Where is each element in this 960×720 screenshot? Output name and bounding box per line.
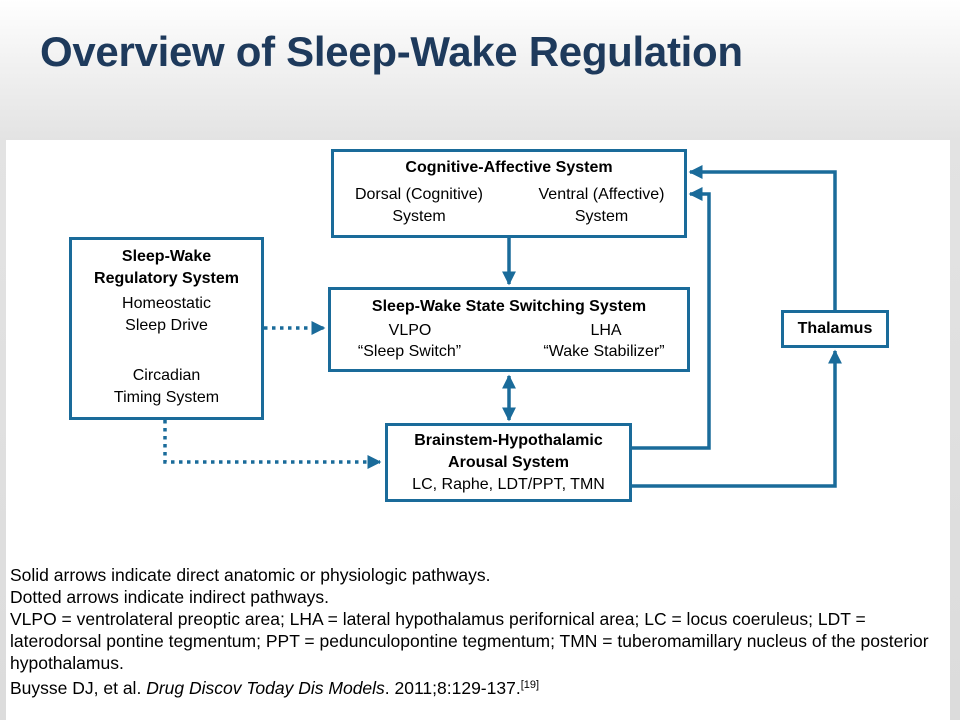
arrow-brainstem-to-thalamus xyxy=(632,349,842,488)
arrow-regulatory-to-brainstem-dotted xyxy=(163,420,382,469)
dorsal-line2: System xyxy=(392,208,446,225)
homeostatic-line2: Sleep Drive xyxy=(125,317,208,334)
wake-stabilizer-label: “Wake Stabilizer” xyxy=(543,343,665,360)
dorsal-line1: Dorsal (Cognitive) xyxy=(354,186,484,203)
brainstem-nuclei: LC, Raphe, LDT/PPT, TMN xyxy=(412,476,605,493)
footnote-citation: Buysse DJ, et al. Drug Discov Today Dis … xyxy=(10,674,940,699)
arrow-thalamus-to-cognitive xyxy=(688,165,837,310)
thalamus-box: Thalamus xyxy=(781,310,889,348)
circadian-line2: Timing System xyxy=(113,389,220,406)
footnotes: Solid arrows indicate direct anatomic or… xyxy=(10,564,940,699)
footnote-dotted-arrows: Dotted arrows indicate indirect pathways… xyxy=(10,587,330,607)
arrow-brainstem-to-cognitive xyxy=(632,187,711,450)
sleep-switch-label: “Sleep Switch” xyxy=(357,343,462,360)
vlpo-label: VLPO xyxy=(388,322,432,339)
brainstem-title-line2: Arousal System xyxy=(448,454,569,471)
brainstem-title-line1: Brainstem-Hypothalamic xyxy=(414,432,603,449)
ventral-line2: System xyxy=(574,208,629,225)
lha-label: LHA xyxy=(590,322,622,339)
footnote-abbreviations: VLPO = ventrolateral preoptic area; LHA … xyxy=(10,609,929,673)
regulatory-title-line2: Regulatory System xyxy=(94,270,239,287)
switching-title: Sleep-Wake State Switching System xyxy=(371,298,647,315)
cognitive-affective-title: Cognitive-Affective System xyxy=(405,159,613,176)
brainstem-box: Brainstem-Hypothalamic Arousal System LC… xyxy=(385,423,632,502)
footnote-solid-arrows: Solid arrows indicate direct anatomic or… xyxy=(10,565,491,585)
switching-box: Sleep-Wake State Switching System VLPO “… xyxy=(328,287,690,372)
regulatory-box: Sleep-Wake Regulatory System Homeostatic… xyxy=(69,237,264,420)
regulatory-title-line1: Sleep-Wake xyxy=(121,248,212,265)
circadian-line1: Circadian xyxy=(132,367,201,384)
citation-authors: Buysse DJ, et al. xyxy=(10,678,142,698)
citation-details: . 2011;8:129-137. xyxy=(384,678,521,698)
citation-journal: Drug Discov Today Dis Models xyxy=(146,678,385,698)
ventral-system-label: Ventral (Affective) System xyxy=(524,184,679,228)
ventral-line1: Ventral (Affective) xyxy=(538,186,665,203)
homeostatic-line1: Homeostatic xyxy=(122,295,211,312)
thalamus-title: Thalamus xyxy=(797,320,873,337)
citation-reference: [19] xyxy=(520,679,540,691)
dorsal-system-label: Dorsal (Cognitive) System xyxy=(344,184,494,228)
slide-title: Overview of Sleep-Wake Regulation xyxy=(40,28,743,75)
cognitive-affective-box: Cognitive-Affective System Dorsal (Cogni… xyxy=(331,149,687,238)
